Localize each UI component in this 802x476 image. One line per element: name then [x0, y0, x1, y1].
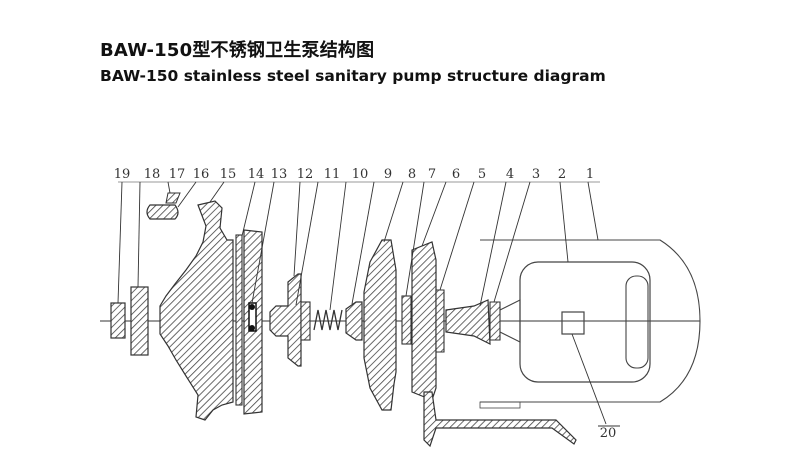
- label-7: 7: [428, 167, 436, 182]
- part-8: [363, 239, 397, 411]
- part-18: [130, 286, 149, 356]
- part-2: [561, 311, 585, 335]
- part-19: [110, 302, 126, 339]
- label-18: 18: [144, 167, 161, 182]
- label-2: 2: [558, 167, 566, 182]
- motor-body: [519, 261, 651, 383]
- label-19: 19: [114, 167, 131, 182]
- motor-fin: [625, 275, 649, 369]
- label-17: 17: [169, 167, 186, 182]
- part-17-tip: [165, 192, 181, 204]
- label-8: 8: [408, 167, 416, 182]
- part-4: [445, 299, 491, 345]
- label-20: 20: [600, 426, 617, 441]
- label-5: 5: [478, 167, 486, 182]
- label-3: 3: [532, 167, 540, 182]
- motor-shaft-end: [499, 299, 521, 343]
- label-10: 10: [352, 167, 369, 182]
- part-7: [401, 295, 412, 345]
- part-15: [159, 200, 234, 421]
- label-9: 9: [384, 167, 392, 182]
- label-14: 14: [248, 167, 265, 182]
- part-1-motor: [480, 239, 701, 403]
- part-14: [235, 234, 243, 406]
- leader-lines: [117, 181, 607, 425]
- part-17: [146, 204, 179, 220]
- title-english: BAW-150 stainless steel sanitary pump st…: [100, 67, 606, 85]
- part-5: [435, 289, 445, 353]
- label-13: 13: [271, 167, 288, 182]
- part-12: [269, 273, 302, 367]
- base-plate: [479, 401, 521, 409]
- label-15: 15: [220, 167, 237, 182]
- impeller-nut: [248, 302, 257, 332]
- part-9: [345, 301, 363, 341]
- label-12: 12: [297, 167, 314, 182]
- part-3: [489, 301, 501, 341]
- label-4: 4: [506, 167, 514, 182]
- part-20: [423, 391, 577, 448]
- label-11: 11: [324, 167, 341, 182]
- part-6: [411, 241, 437, 401]
- part-labels: 19 18 17 16 15 14 13 12 11 10 9 8 7 6 5 …: [114, 167, 620, 441]
- label-1: 1: [586, 167, 594, 182]
- label-16: 16: [193, 167, 210, 182]
- part-11: [300, 301, 311, 341]
- title-chinese: BAW-150型不锈钢卫生泵结构图: [100, 40, 375, 61]
- part-10: [313, 309, 343, 331]
- label-6: 6: [452, 167, 460, 182]
